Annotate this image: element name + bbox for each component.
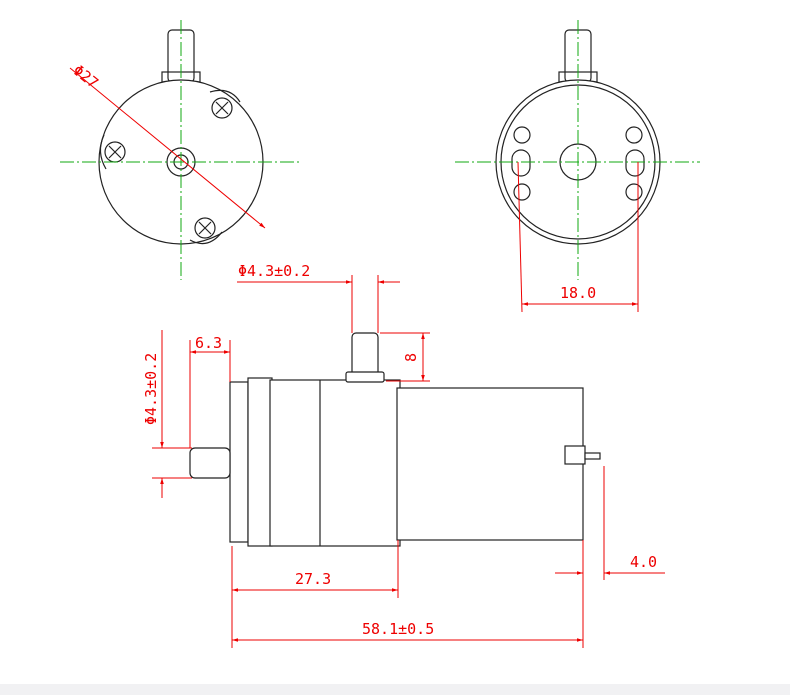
dim-overall-length: 58.1±0.5	[362, 620, 434, 638]
side-view: Φ4.3±0.2 8 6.3 Φ4.3±0.2 27.3 58.1±0.5 4.…	[142, 262, 665, 648]
screw-icon	[209, 89, 241, 119]
front-view: Φ27	[60, 20, 300, 280]
rear-view: 18.0	[455, 20, 700, 313]
dim-gearbox-length: 27.3	[295, 570, 331, 588]
bottom-strip	[0, 684, 790, 695]
screw-icon	[99, 134, 126, 170]
dim-output-shaft-diameter: Φ4.3±0.2	[142, 353, 160, 425]
dim-top-shaft-height: 8	[402, 353, 420, 362]
dim-output-shaft-length: 6.3	[195, 334, 222, 352]
dim-terminal-length: 4.0	[630, 553, 657, 571]
screw-icon	[189, 217, 223, 245]
dim-terminal-spacing: 18.0	[560, 284, 596, 302]
dim-housing-diameter: Φ27	[69, 61, 101, 92]
dim-top-shaft-diameter: Φ4.3±0.2	[238, 262, 310, 280]
